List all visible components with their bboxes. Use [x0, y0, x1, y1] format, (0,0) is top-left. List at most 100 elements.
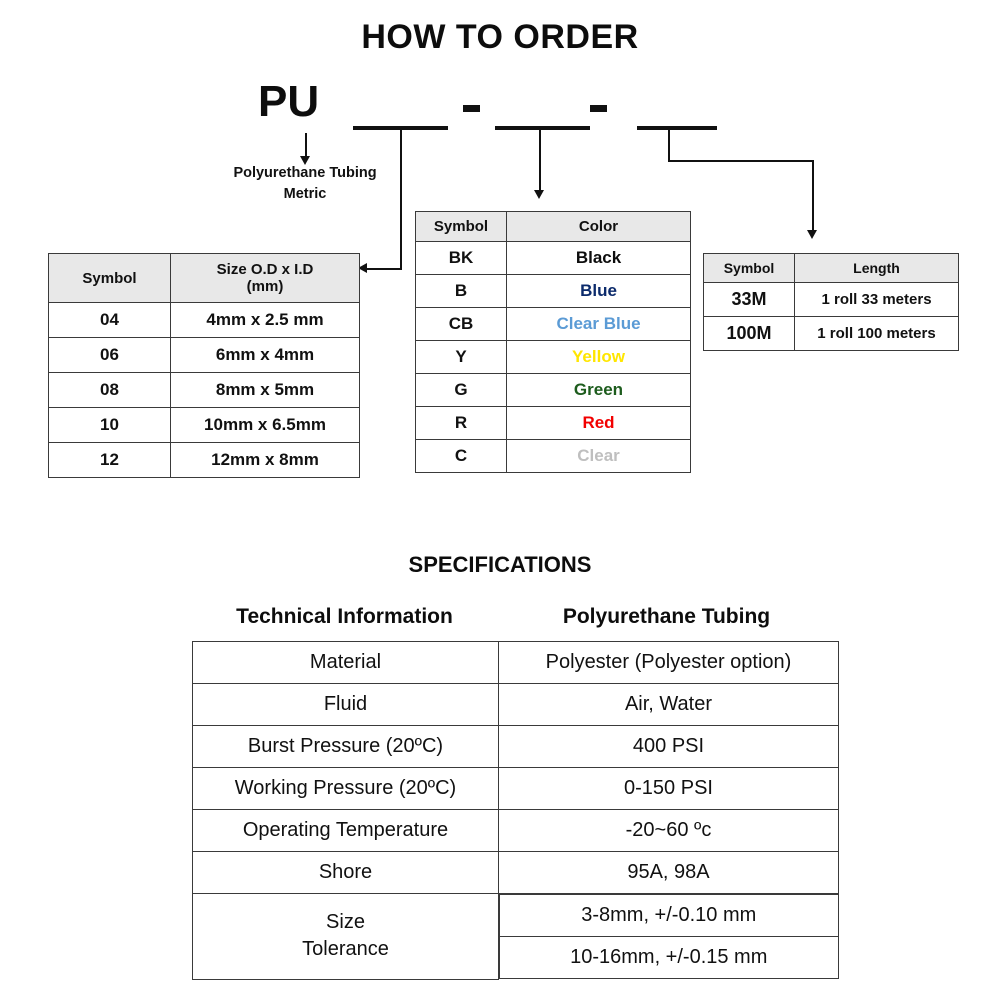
table-row: Operating Temperature-20~60 ºc	[192, 809, 839, 852]
part-number-separator-2	[590, 105, 607, 112]
connector-size-arrow-head	[358, 263, 367, 273]
spec-label-cell: Fluid	[192, 683, 499, 726]
page-title: HOW TO ORDER	[361, 18, 639, 56]
length-table-header-length: Length	[794, 253, 959, 283]
spec-label-cell: Operating Temperature	[192, 809, 499, 852]
color-symbol-cell: G	[415, 373, 507, 407]
specifications-title: SPECIFICATIONS	[408, 552, 592, 577]
color-value-cell: Green	[506, 373, 691, 407]
spec-tolerance-label-line1: Size	[326, 911, 365, 934]
part-number-blank-length	[637, 126, 717, 130]
color-table-header-color: Color	[506, 211, 691, 242]
size-symbol-cell: 06	[48, 337, 171, 373]
size-symbol-cell: 08	[48, 372, 171, 408]
part-number-blank-size	[353, 126, 448, 130]
size-symbol-cell: 04	[48, 302, 171, 338]
part-number-separator-1	[463, 105, 480, 112]
color-symbol-cell: R	[415, 406, 507, 440]
table-row: 3-8mm, +/-0.10 mm	[499, 894, 839, 937]
size-value-cell: 6mm x 4mm	[170, 337, 360, 373]
prefix-caption: Polyurethane Tubing Metric	[185, 163, 425, 205]
length-value-cell: 1 roll 100 meters	[794, 316, 959, 351]
spec-label-cell: Shore	[192, 851, 499, 894]
spec-tolerance-label-line2: Tolerance	[302, 938, 389, 961]
part-number-blank-color	[495, 126, 590, 130]
length-symbol-cell: 33M	[703, 282, 795, 317]
color-table-header-row: Symbol Color	[415, 211, 691, 242]
spec-value-cell: -20~60 ºc	[498, 809, 839, 852]
part-number-prefix: PU	[258, 77, 320, 126]
size-table-header-size: Size O.D x I.D (mm)	[170, 253, 360, 303]
length-table-header-row: Symbol Length	[703, 253, 959, 283]
spec-value-cell: 0-150 PSI	[498, 767, 839, 810]
color-symbol-cell: B	[415, 274, 507, 308]
color-table-header-symbol: Symbol	[415, 211, 507, 242]
spec-label-cell: Burst Pressure (20ºC)	[192, 725, 499, 768]
color-value-cell: Clear Blue	[506, 307, 691, 341]
table-row: 10-16mm, +/-0.15 mm	[499, 936, 839, 979]
size-value-cell: 8mm x 5mm	[170, 372, 360, 408]
color-symbol-cell: CB	[415, 307, 507, 341]
color-symbol-cell: Y	[415, 340, 507, 374]
size-table-header-size-line2: (mm)	[246, 278, 284, 295]
connector-color-arrow-head	[534, 190, 544, 199]
color-value-cell: Blue	[506, 274, 691, 308]
spec-value-cell: 95A, 98A	[498, 851, 839, 894]
connector-length-vertical-1	[668, 130, 670, 162]
table-row: Working Pressure (20ºC)0-150 PSI	[192, 767, 839, 810]
connector-length-vertical-2	[812, 160, 814, 232]
prefix-arrow-line	[305, 133, 307, 158]
spec-label-cell: Material	[192, 641, 499, 684]
color-value-cell: Clear	[506, 439, 691, 473]
color-value-cell: Black	[506, 241, 691, 275]
spec-tolerance-value_line1: 3-8mm, +/-0.10 mm	[499, 894, 839, 937]
connector-size-vertical	[400, 130, 402, 270]
connector-length-horizontal	[668, 160, 814, 162]
size-table-header-symbol: Symbol	[48, 253, 171, 303]
size-symbol-cell: 10	[48, 407, 171, 443]
connector-length-arrow-head	[807, 230, 817, 239]
size-table-header-row: Symbol Size O.D x I.D (mm)	[48, 253, 360, 303]
specifications-header-product: Polyurethane Tubing	[562, 605, 771, 628]
prefix-caption-line1: Polyurethane Tubing	[233, 165, 377, 181]
spec-tolerance-value_line2: 10-16mm, +/-0.15 mm	[499, 936, 839, 979]
specifications-header-technical: Technical Information	[236, 605, 453, 628]
connector-color-vertical	[539, 130, 541, 192]
spec-value-cell: 400 PSI	[498, 725, 839, 768]
prefix-arrow-head	[300, 156, 310, 165]
prefix-caption-line2: Metric	[283, 186, 327, 203]
size-value-cell: 4mm x 2.5 mm	[170, 302, 360, 338]
length-symbol-cell: 100M	[703, 316, 795, 351]
size-symbol-cell: 12	[48, 442, 171, 478]
spec-value-cell: Polyester (Polyester option)	[498, 641, 839, 684]
size-value-cell: 10mm x 6.5mm	[170, 407, 360, 443]
length-table-header-symbol: Symbol	[703, 253, 795, 283]
size-value-cell: 12mm x 8mm	[170, 442, 360, 478]
spec-value-cell: Air, Water	[498, 683, 839, 726]
length-value-cell: 1 roll 33 meters	[794, 282, 959, 317]
table-row: Burst Pressure (20ºC)400 PSI	[192, 725, 839, 768]
